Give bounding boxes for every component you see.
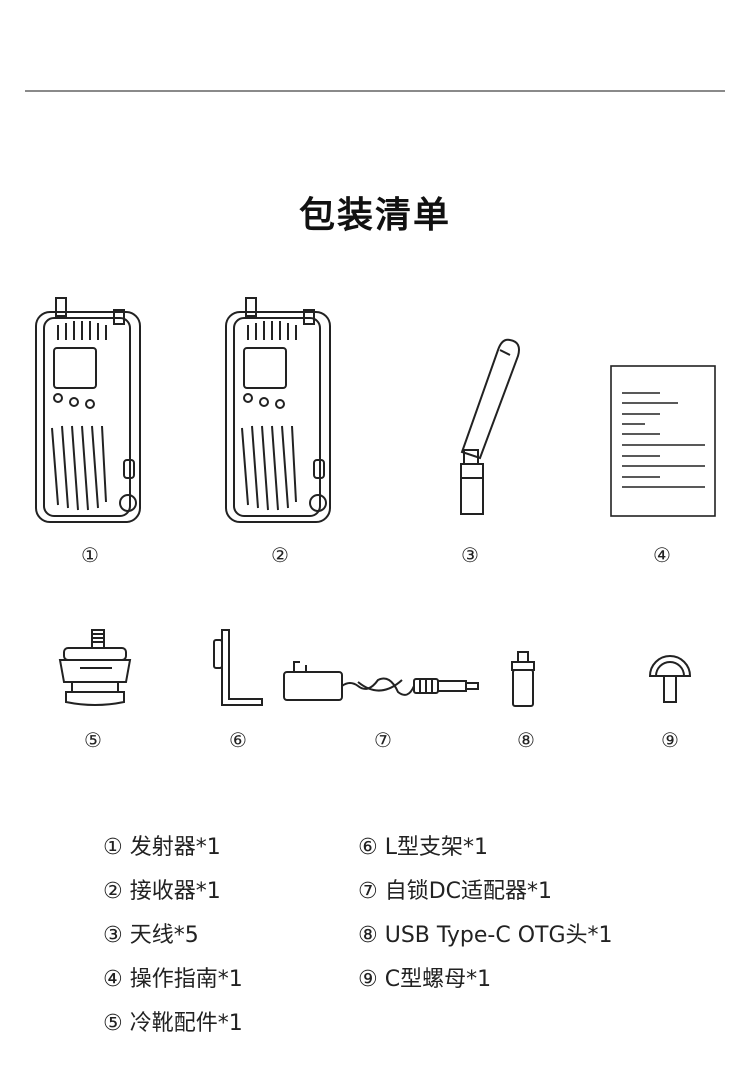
- list-item-7: ⑦ 自锁DC适配器*1: [358, 879, 553, 904]
- antenna-icon: [460, 338, 520, 515]
- list-item-5: ⑤ 冷靴配件*1: [103, 1011, 243, 1036]
- transmitter-icon: [35, 297, 141, 523]
- list-item-6: ⑥ L型支架*1: [358, 835, 488, 860]
- list-item-3: ③ 天线*5: [103, 923, 199, 948]
- c-nut-icon: [648, 655, 692, 703]
- item-number-9: ⑨: [661, 728, 679, 752]
- manual-icon: [610, 365, 716, 517]
- item-number-1: ①: [81, 543, 99, 567]
- list-item-8: ⑧ USB Type-C OTG头*1: [358, 923, 613, 948]
- item-number-3: ③: [461, 543, 479, 567]
- l-bracket-icon: [213, 629, 263, 706]
- item-number-7: ⑦: [374, 728, 392, 752]
- item-number-5: ⑤: [84, 728, 102, 752]
- illustrations: [35, 297, 716, 707]
- dc-adapter-icon: [283, 661, 479, 701]
- receiver-icon: [225, 297, 331, 523]
- list-item-9: ⑨ C型螺母*1: [358, 967, 492, 992]
- cold-shoe-icon: [58, 629, 132, 706]
- list-item-1: ① 发射器*1: [103, 835, 221, 860]
- item-number-2: ②: [271, 543, 289, 567]
- page-title: 包装清单: [298, 195, 451, 236]
- item-number-4: ④: [653, 543, 671, 567]
- item-number-6: ⑥: [229, 728, 247, 752]
- otg-adapter-icon: [511, 651, 535, 707]
- item-number-8: ⑧: [517, 728, 535, 752]
- list-item-2: ② 接收器*1: [103, 879, 221, 904]
- list-item-4: ④ 操作指南*1: [103, 967, 243, 992]
- top-divider: [25, 90, 725, 92]
